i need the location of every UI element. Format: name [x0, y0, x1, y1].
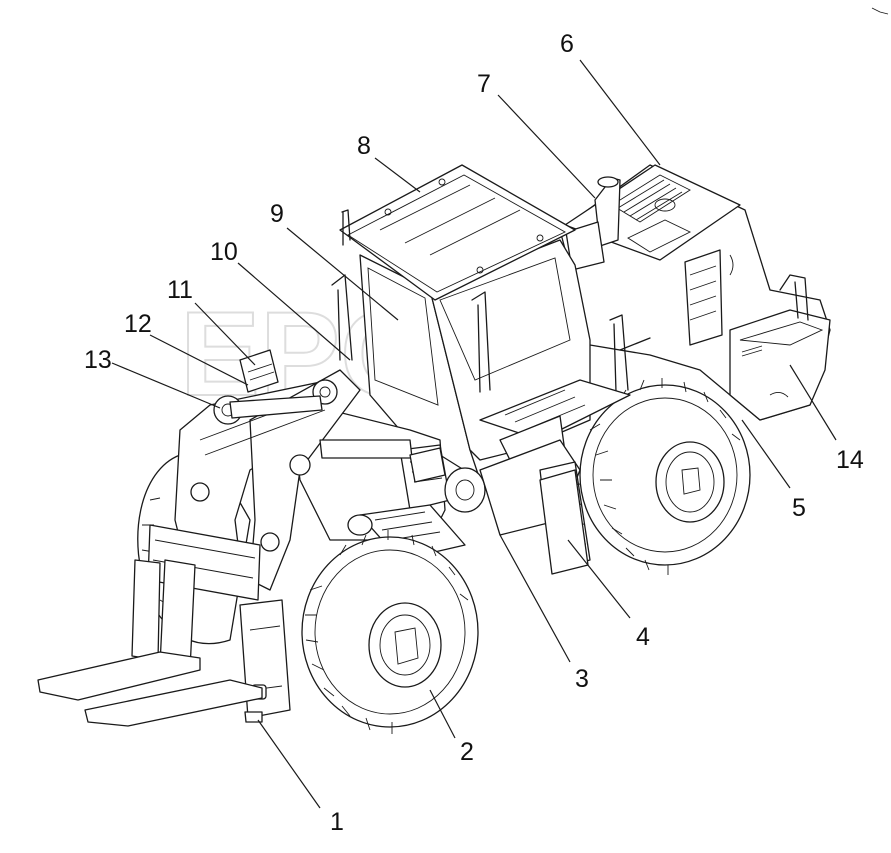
callout-8: 8 — [357, 132, 371, 160]
loader-arms — [37, 349, 446, 727]
callout-13: 13 — [84, 346, 112, 374]
callout-7: 7 — [477, 70, 491, 98]
front-wheel — [301, 530, 479, 734]
callout-14: 14 — [836, 446, 864, 474]
callouts: 1 2 3 4 5 6 7 8 9 10 11 12 13 14 — [84, 30, 864, 836]
callout-11: 11 — [167, 276, 193, 304]
callout-12: 12 — [124, 310, 152, 338]
cab — [331, 164, 651, 481]
callout-9: 9 — [270, 200, 284, 228]
callout-5: 5 — [792, 494, 806, 522]
rear-wheel — [579, 378, 751, 575]
corner-mark — [871, 7, 889, 15]
exhaust-pipe — [565, 176, 621, 271]
callout-2: 2 — [460, 738, 474, 766]
callout-6: 6 — [560, 30, 574, 58]
callout-10: 10 — [210, 238, 238, 266]
callout-3: 3 — [575, 665, 589, 693]
callout-1: 1 — [330, 808, 344, 836]
leader-lines — [111, 59, 837, 809]
callout-4: 4 — [636, 623, 650, 651]
